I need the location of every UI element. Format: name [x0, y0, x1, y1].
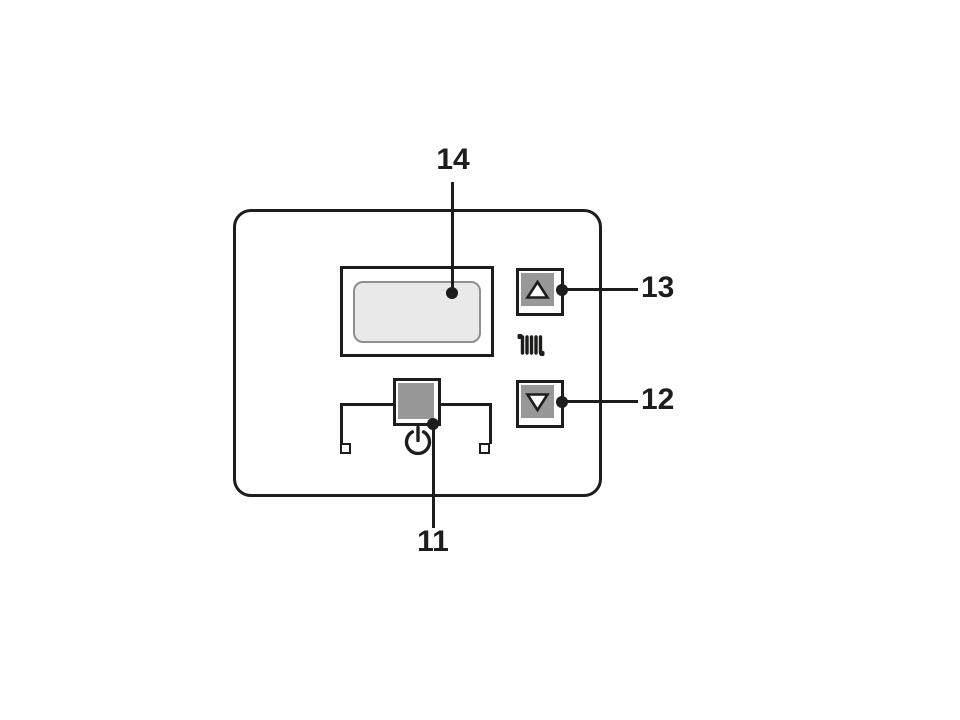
- callout-line-12: [564, 400, 638, 403]
- display-screen: [353, 281, 481, 343]
- callout-label-14: 14: [436, 143, 470, 176]
- callout-line-11: [432, 425, 435, 528]
- callout-dot-13: [556, 284, 568, 296]
- power-icon: [403, 425, 433, 462]
- callout-label-12: 12: [641, 383, 675, 416]
- callout-dot-12: [556, 396, 568, 408]
- callout-dot-11: [427, 418, 439, 430]
- power-button-face: [398, 383, 434, 419]
- callout-label-11: 11: [417, 525, 449, 558]
- bracket-end-left: [340, 443, 351, 454]
- bracket-end-right: [479, 443, 490, 454]
- radiator-icon: [517, 333, 545, 362]
- callout-dot-14: [446, 287, 458, 299]
- up-button-face: [521, 273, 554, 306]
- callout-line-13: [564, 288, 638, 291]
- bracket-line-left: [340, 403, 343, 444]
- down-button-face: [521, 385, 554, 418]
- power-button: [393, 378, 441, 426]
- bracket-line-right: [489, 403, 492, 444]
- callout-label-13: 13: [641, 271, 675, 304]
- callout-line-14: [451, 182, 454, 293]
- down-button: [516, 380, 564, 428]
